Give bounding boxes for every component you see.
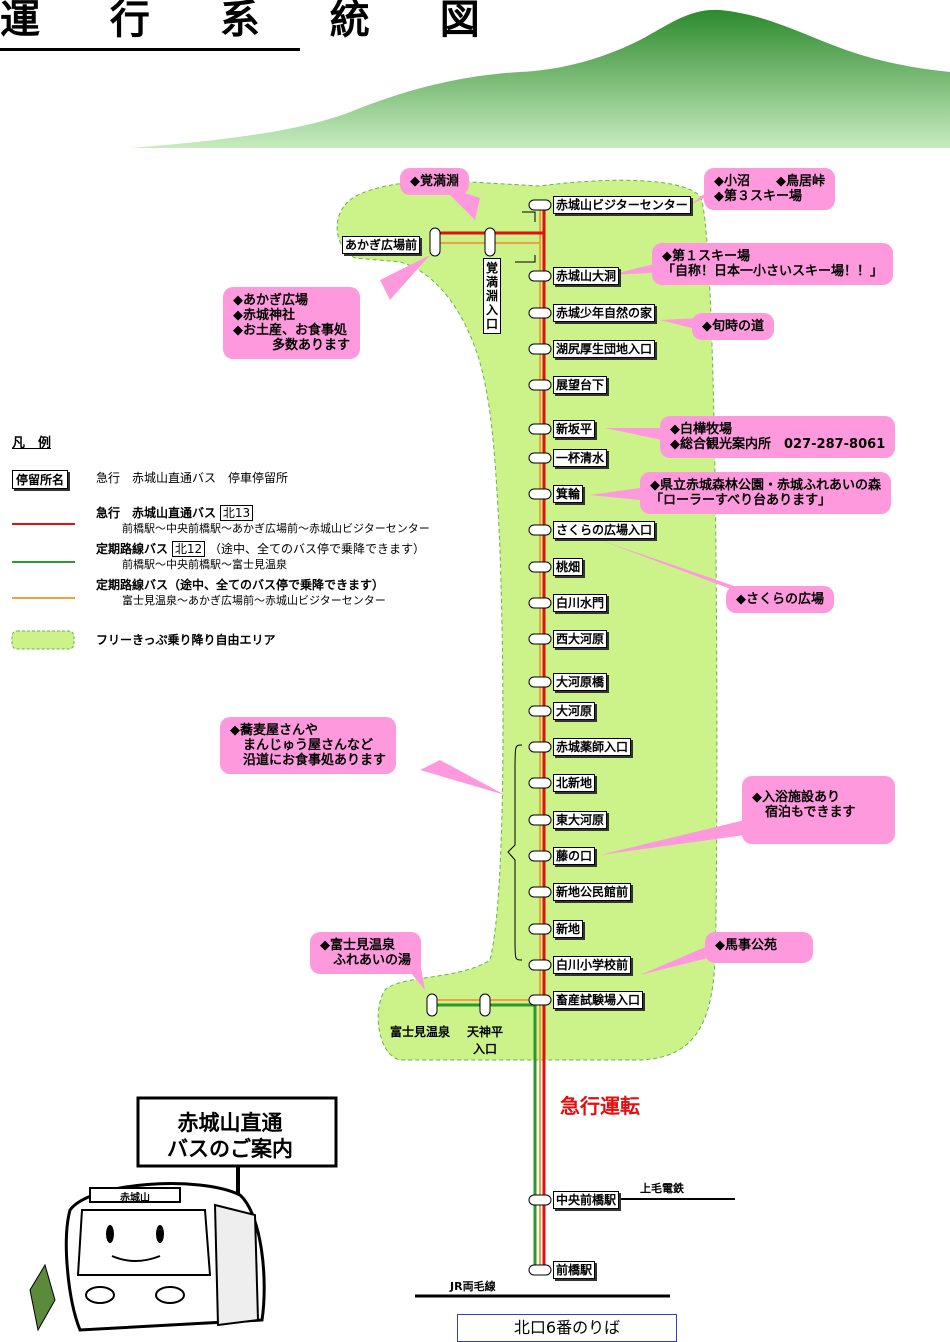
stop-node	[528, 488, 552, 500]
stop-label: 大河原橋	[553, 673, 608, 691]
stop-node	[528, 994, 552, 1006]
jomo-railway-label: 上毛電鉄	[640, 1182, 684, 1195]
stop-label: 赤城山大洞	[553, 267, 620, 285]
legend-title: 凡 例	[12, 436, 52, 451]
legend-free-area: フリーきっぷ乗り降り自由エリア	[96, 633, 276, 647]
legend-red-entry: 急行 赤城山直通バス 北13 前橋駅～中央前橋駅～あかぎ広場前～赤城山ビジターセ…	[96, 505, 430, 536]
stop-label: 桃畑	[553, 558, 584, 576]
callout-shunji: ◆旬時の道	[692, 313, 774, 340]
stop-label: 湖尻厚生団地入口	[553, 340, 656, 358]
stop-label-kakumanbuchi-iriguchi: 覚満淵入口	[483, 258, 501, 334]
stop-node-fujimi	[426, 993, 438, 1017]
stop-label: 中央前橋駅	[553, 1191, 620, 1209]
stop-label: 展望台下	[553, 376, 608, 394]
stop-node	[528, 270, 552, 282]
stop-label: 白川水門	[553, 594, 608, 612]
stop-label: 赤城少年自然の家	[553, 304, 656, 322]
legend-red-code: 北13	[219, 505, 254, 521]
stop-label: 畜産試験場入口	[553, 991, 644, 1009]
stop-label: 新地公民館前	[553, 883, 632, 901]
stop-node	[528, 676, 552, 688]
jr-railway-label: JR両毛線	[450, 1280, 496, 1293]
stop-label-akagi-hiroba: あかぎ広場前	[342, 236, 421, 254]
stop-label: 前橋駅	[553, 1261, 596, 1279]
stop-node-akagi-hiroba	[429, 227, 441, 257]
platform-label: 北口6番のりば	[457, 1314, 677, 1342]
legend-red-line-2: 前橋駅～中央前橋駅～あかぎ広場前～赤城山ビジターセンター	[122, 522, 430, 535]
stop-node	[528, 959, 552, 971]
stop-node	[528, 423, 552, 435]
legend-orange-line-1: 定期路線バス（途中、全てのバス停で乗降できます）	[96, 578, 385, 592]
stop-node	[528, 561, 552, 573]
callout-fujimi: ◆富士見温泉 ふれあいの湯	[310, 932, 422, 974]
callout-kakumanbuchi: ◆覚満淵	[400, 168, 469, 195]
stop-label: さくらの広場入口	[553, 521, 656, 539]
legend-green-code: 北12	[171, 541, 206, 557]
legend-green-note: （途中、全てのバス停で乗降できます）	[208, 542, 425, 556]
callout-soba: ◆蕎麦屋さんや まんじゅう屋さんなど 沿道にお食事処あります	[220, 717, 397, 774]
legend-green-line-2: 前橋駅～中央前橋駅～富士見温泉	[122, 558, 287, 571]
legend-orange-line-2: 富士見温泉～あかぎ広場前～赤城山ビジターセンター	[122, 594, 386, 607]
page-title: 運 行 系 統 図	[0, 0, 480, 51]
stop-node	[528, 307, 552, 319]
callout-kenritsu: ◆県立赤城森林公園・赤城ふれあいの森 「ローラーすべり台あります」	[640, 472, 891, 514]
stop-node	[528, 1264, 552, 1276]
stop-node	[528, 199, 552, 211]
callout-ski1: ◆第１スキー場 「自称！日本一小さいスキー場！！」	[652, 243, 894, 285]
guide-signboard	[136, 1096, 338, 1168]
callout-konuma: ◆小沼 ◆鳥居峠 ◆第３スキー場	[704, 168, 835, 210]
stop-node	[528, 741, 552, 753]
free-area	[336, 179, 718, 1061]
legend-free-area-swatch	[11, 630, 75, 650]
stop-label: 箕輪	[553, 485, 584, 503]
stop-label: 大河原	[553, 702, 596, 720]
bus-illustration	[29, 1182, 266, 1332]
legend-orange-entry: 定期路線バス（途中、全てのバス停で乗降できます） 富士見温泉～あかぎ広場前～赤城…	[96, 578, 386, 608]
stop-label: 新坂平	[553, 420, 596, 438]
stop-label: 白川小学校前	[553, 956, 632, 974]
callout-shirakaba: ◆白樺牧場 ◆総合観光案内所 027-287-8061	[660, 416, 896, 458]
legend-green-line-1: 定期路線バス	[96, 542, 169, 556]
stop-node	[528, 597, 552, 609]
stop-node	[528, 343, 552, 355]
stop-node	[528, 777, 552, 789]
stop-label-tenjindaira: 天神平 入口	[467, 1025, 504, 1056]
express-label: 急行運転	[560, 1094, 640, 1118]
stop-label: 赤城山ビジターセンター	[553, 196, 691, 214]
stop-node	[528, 452, 552, 464]
stop-node	[528, 850, 552, 862]
callout-akagi-hiroba: ◆あかぎ広場 ◆赤城神社 ◆お土産、お食事処 多数あります	[223, 287, 361, 359]
stop-label: 藤の口	[553, 847, 596, 865]
legend-stop-desc: 急行 赤城山直通バス 停車停留所	[96, 471, 289, 485]
bus-destination-sign: 赤城山	[120, 1193, 150, 1204]
stop-label: 一杯清水	[553, 449, 608, 467]
stop-node	[528, 524, 552, 536]
stop-node	[528, 705, 552, 717]
stop-node	[528, 923, 552, 935]
stop-label: 新地	[553, 920, 584, 938]
callout-bajikoen: ◆馬事公苑	[705, 932, 813, 963]
callout-sakura: ◆さくらの広場	[726, 586, 834, 613]
stop-label: 赤城薬師入口	[553, 738, 632, 756]
stop-node-tenjindaira	[479, 993, 491, 1017]
stop-node	[528, 814, 552, 826]
stop-label: 北新地	[553, 774, 596, 792]
legend-stop-box: 停留所名	[12, 470, 69, 489]
stop-node	[528, 379, 552, 391]
stop-label: 西大河原	[553, 630, 608, 648]
stop-label: 東大河原	[553, 811, 608, 829]
stop-node-kakumanbuchi	[484, 227, 496, 257]
stop-node	[528, 633, 552, 645]
stop-label-fujimi-onsen: 富士見温泉	[390, 1025, 451, 1039]
legend-green-entry: 定期路線バス 北12 （途中、全てのバス停で乗降できます） 前橋駅～中央前橋駅～…	[96, 541, 425, 572]
callout-nyuyoku: ◆入浴施設あり 宿泊もできます	[742, 776, 896, 844]
guide-sign-text: 赤城山直通 バスのご案内	[167, 1111, 293, 1161]
stop-node	[528, 1194, 552, 1206]
stop-node	[528, 886, 552, 898]
legend-red-line-1: 急行 赤城山直通バス	[96, 506, 217, 520]
mountain-illustration	[130, 9, 950, 149]
